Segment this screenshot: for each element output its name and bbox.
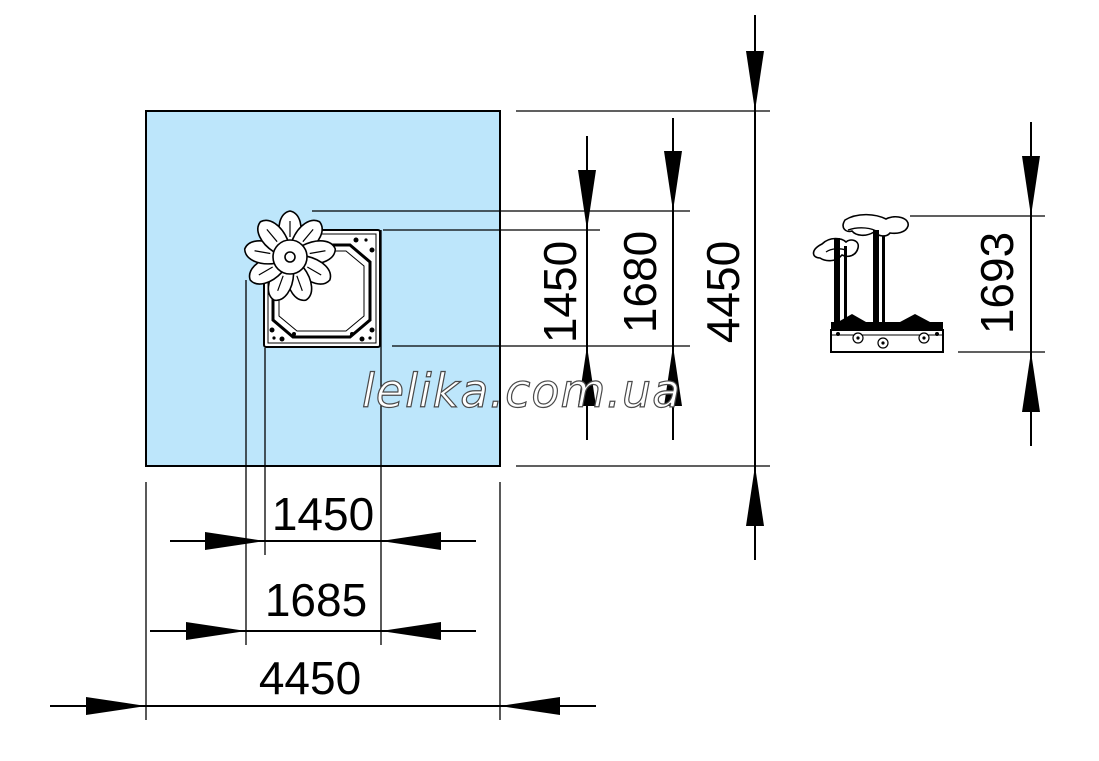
dim-line-height	[1022, 122, 1040, 446]
dim-height: 1693	[971, 232, 1023, 334]
dim-line-equipment-depth	[664, 118, 682, 440]
bench-side-icon	[812, 213, 944, 353]
dim-line-zone-width	[50, 697, 596, 715]
dim-equipment-width: 1685	[265, 574, 367, 626]
dim-zone-width: 4450	[259, 652, 361, 704]
dim-line-zone-depth	[746, 15, 764, 560]
petal-vein	[266, 229, 278, 243]
petal-vein	[258, 266, 273, 276]
petal-vein	[296, 275, 303, 292]
petal-vein	[254, 250, 271, 255]
dim-zone-depth: 4450	[697, 241, 749, 343]
watermark: lelika.com.ua	[362, 364, 681, 418]
dim-base-width: 1450	[272, 488, 374, 540]
dim-line-base-depth	[578, 136, 596, 440]
petal-vein	[309, 250, 326, 255]
petal-vein	[307, 266, 322, 276]
dim-line-base-width	[170, 532, 476, 550]
petal-vein	[302, 229, 314, 243]
dim-base-depth: 1450	[534, 241, 586, 343]
dim-equipment-depth: 1680	[614, 231, 666, 333]
flower-roof-icon	[243, 210, 337, 302]
petal-vein	[277, 275, 284, 292]
extension-lines	[145, 110, 770, 720]
dim-line-equipment-width	[150, 622, 476, 640]
